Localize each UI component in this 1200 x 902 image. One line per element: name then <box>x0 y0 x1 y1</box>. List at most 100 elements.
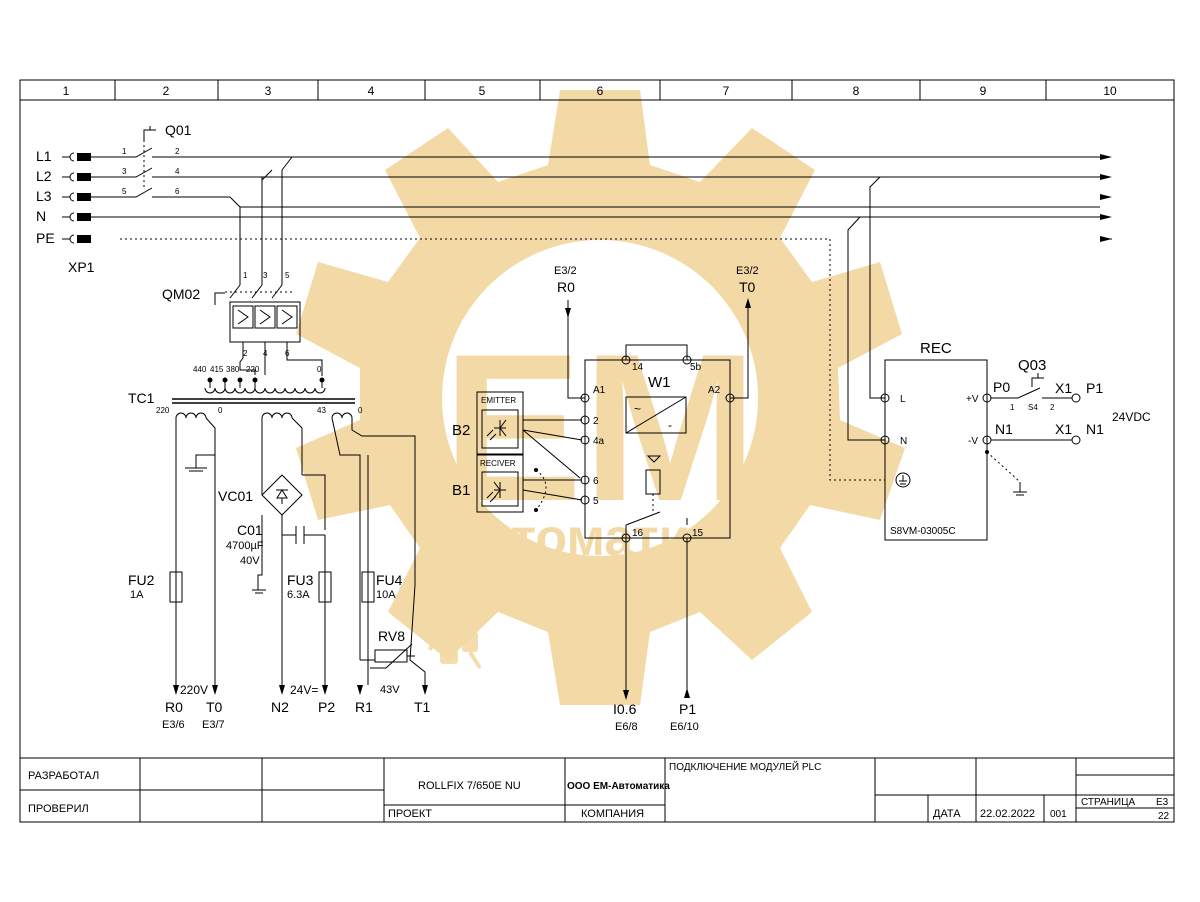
w1-terminal: 16 <box>632 528 644 539</box>
rec-power-supply: REC L N S8VM-03005C +V -V <box>880 340 992 541</box>
fu2-rating: 1A <box>130 589 144 601</box>
mains-connector-xp1: L1 L2 L3 N PE XP1 <box>36 148 95 275</box>
mains-label-l2: L2 <box>36 168 52 184</box>
v24dc-label: 24VDC <box>1112 410 1151 424</box>
tc1-label: TC1 <box>128 390 155 406</box>
tc1-tap: 380 <box>226 365 240 374</box>
w1-terminal: 4a <box>593 436 605 447</box>
fu2-label: FU2 <box>128 572 155 588</box>
fu3-rating: 6.3A <box>287 589 310 601</box>
rv8-value: 43V <box>380 684 400 696</box>
project-name: ROLLFIX 7/650E NU <box>418 780 521 792</box>
q01-main-switch: Q01 1 2 3 4 5 6 <box>91 122 1100 198</box>
mains-label-l3: L3 <box>36 188 52 204</box>
q01-contact: 2 <box>175 147 180 156</box>
company-name: ООО ЕМ-Автоматика <box>567 781 670 792</box>
column-number: 4 <box>368 84 375 98</box>
circuit-220v: FU2 1A 220V R0 E3/6 T0 E3/7 <box>128 417 225 731</box>
b2-type: EMITTER <box>481 396 516 405</box>
column-number: 3 <box>265 84 272 98</box>
t0-top-ref: E3/2 <box>736 265 759 277</box>
qm02-contact: 5 <box>285 271 290 280</box>
tc1-sec-tap: 0 <box>358 406 363 415</box>
drawing-frame <box>19 79 1175 823</box>
c01-label: C01 <box>237 522 263 538</box>
tc1-sec-tap: 0 <box>218 406 223 415</box>
r0-bottom-label: R0 <box>165 699 183 715</box>
column-number: 7 <box>723 84 730 98</box>
varistor-icon <box>370 643 413 669</box>
minus-v-label: -V <box>968 436 978 447</box>
column-number: 6 <box>597 84 604 98</box>
q03-contact: 1 <box>1010 403 1015 412</box>
fu4-rating: 10A <box>376 589 396 601</box>
date-label: ДАТА <box>933 808 961 820</box>
plus-v-label: +V <box>966 394 979 405</box>
qm02-contact: 3 <box>263 271 268 280</box>
column-number: 5 <box>479 84 486 98</box>
q03-contact: 2 <box>1050 403 1055 412</box>
tc1-sec-tap: 43 <box>317 406 326 415</box>
svg-text:-: - <box>668 418 672 432</box>
t0-bottom-label: T0 <box>206 699 223 715</box>
q01-contact: 6 <box>175 187 180 196</box>
v24-label: 24V= <box>290 683 318 697</box>
column-number: 10 <box>1103 84 1117 98</box>
project-label: ПРОЕКТ <box>388 808 432 820</box>
mains-label-n: N <box>36 208 46 224</box>
column-numbers: 1 2 3 4 5 6 7 8 9 10 <box>63 84 1117 98</box>
page-label: СТРАНИЦА <box>1081 797 1135 808</box>
r1-label: R1 <box>355 699 373 715</box>
tc1-tap: 220 <box>246 365 260 374</box>
title-block: РАЗРАБОТАЛ ПРОВЕРИЛ ROLLFIX 7/650E NU ПР… <box>20 757 1174 822</box>
qm02-contact: 1 <box>243 271 248 280</box>
w1-terminal: 2 <box>593 416 599 427</box>
tc1-transformer: TC1 440 415 380 220 0 220 0 43 0 <box>128 365 363 419</box>
page-number: E3 <box>1156 797 1169 808</box>
n1-out-label: N1 <box>1086 421 1104 437</box>
fu3-label: FU3 <box>287 572 314 588</box>
gear-icon <box>296 90 905 705</box>
b2-emitter: B2 EMITTER <box>452 391 583 479</box>
p1-out-label: P1 <box>1086 380 1103 396</box>
tc1-sec-tap: 220 <box>156 406 170 415</box>
circuit-board-icon <box>428 620 482 670</box>
tc1-tap: 440 <box>193 365 207 374</box>
q01-contact: 3 <box>122 167 127 176</box>
n1-label: N1 <box>995 421 1013 437</box>
q01-contact: 1 <box>122 147 127 156</box>
w1-terminal: A1 <box>593 385 606 396</box>
rec-label: REC <box>920 340 952 357</box>
mains-label-pe: PE <box>36 230 55 246</box>
i06-label: I0.6 <box>613 701 637 717</box>
v220-label: 220V <box>180 683 208 697</box>
w1-terminal: 5 <box>593 496 599 507</box>
c01-value: 4700µF <box>226 540 264 552</box>
r0-bottom-ref: E3/6 <box>162 719 185 731</box>
qm02-breaker: QM02 1 3 5 2 4 6 <box>162 271 323 376</box>
column-number: 9 <box>980 84 987 98</box>
qm02-label: QM02 <box>162 286 200 302</box>
plug-icon <box>62 152 91 244</box>
w1-terminal: 15 <box>692 528 704 539</box>
w1-terminal: 6 <box>593 476 599 487</box>
w1-terminal: A2 <box>708 385 721 396</box>
rv8-label: RV8 <box>378 628 405 644</box>
w1-terminal: 5b <box>690 362 702 373</box>
sheet-title: ПОДКЛЮЧЕНИЕ МОДУЛЕЙ PLC <box>669 760 821 773</box>
column-number: 2 <box>163 84 170 98</box>
x1-label-top: X1 <box>1055 380 1072 396</box>
p1-bottom-ref: E6/10 <box>670 721 699 733</box>
i06-ref: E6/8 <box>615 721 638 733</box>
r0-top-ref: E3/2 <box>554 265 577 277</box>
r0-top-label: R0 <box>557 279 575 295</box>
svg-text:~: ~ <box>634 402 641 416</box>
c01-voltage: 40V <box>240 555 260 567</box>
rec-terminal: L <box>900 394 906 405</box>
q01-label: Q01 <box>165 122 192 138</box>
t0-bottom-ref: E3/7 <box>202 719 225 731</box>
t1-label: T1 <box>414 699 431 715</box>
company-label: КОМПАНИЯ <box>581 808 644 820</box>
b1-receiver: B1 RECIVER <box>452 454 583 513</box>
